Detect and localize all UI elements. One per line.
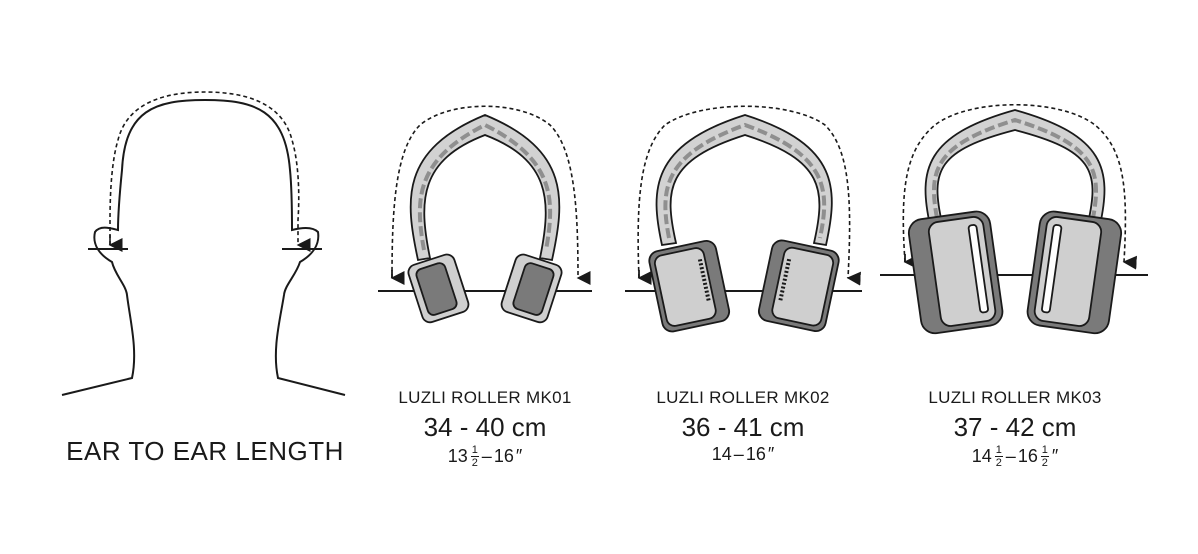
headphone-mk01 [378, 105, 592, 324]
length-cm: 34 - 40 cm [423, 412, 547, 442]
inch-min-whole: 13 [447, 446, 468, 466]
inch-unit: ″ [767, 444, 775, 464]
inch-max-whole: 16 [1017, 446, 1038, 466]
length-inch: 14 – 16 ″ [643, 444, 843, 465]
headphone-mk02 [625, 105, 862, 333]
model-name: LUZLI ROLLER MK02 [656, 388, 830, 407]
inch-min-denominator: 2 [995, 457, 1002, 469]
caption-mk02: LUZLI ROLLER MK02 36 - 41 cm 14 – 16 ″ [643, 388, 843, 465]
inch-min-whole: 14 [971, 446, 992, 466]
inch-min-numerator: 1 [995, 444, 1002, 456]
ear-to-ear-length-title: EAR TO EAR LENGTH [66, 436, 344, 466]
length-cm: 37 - 42 cm [953, 412, 1077, 442]
inch-min-whole: 14 [711, 444, 732, 464]
inch-max-whole: 16 [493, 446, 514, 466]
range-dash: – [733, 444, 744, 464]
inch-unit: ″ [515, 446, 523, 466]
inch-min-numerator: 1 [471, 444, 478, 456]
inch-max-whole: 16 [745, 444, 766, 464]
length-cm: 36 - 41 cm [681, 412, 805, 442]
headphone-mk03 [880, 103, 1148, 335]
model-name: LUZLI ROLLER MK01 [398, 388, 572, 407]
inch-unit: ″ [1051, 446, 1059, 466]
ear-to-ear-dashed-arc [88, 91, 322, 252]
head-silhouette [61, 98, 346, 396]
range-dash: – [481, 446, 492, 466]
model-name: LUZLI ROLLER MK03 [928, 388, 1102, 407]
range-dash: – [1005, 446, 1016, 466]
inch-max-numerator: 1 [1041, 444, 1048, 456]
inch-max-denominator: 2 [1041, 457, 1048, 469]
inch-min-denominator: 2 [471, 457, 478, 469]
